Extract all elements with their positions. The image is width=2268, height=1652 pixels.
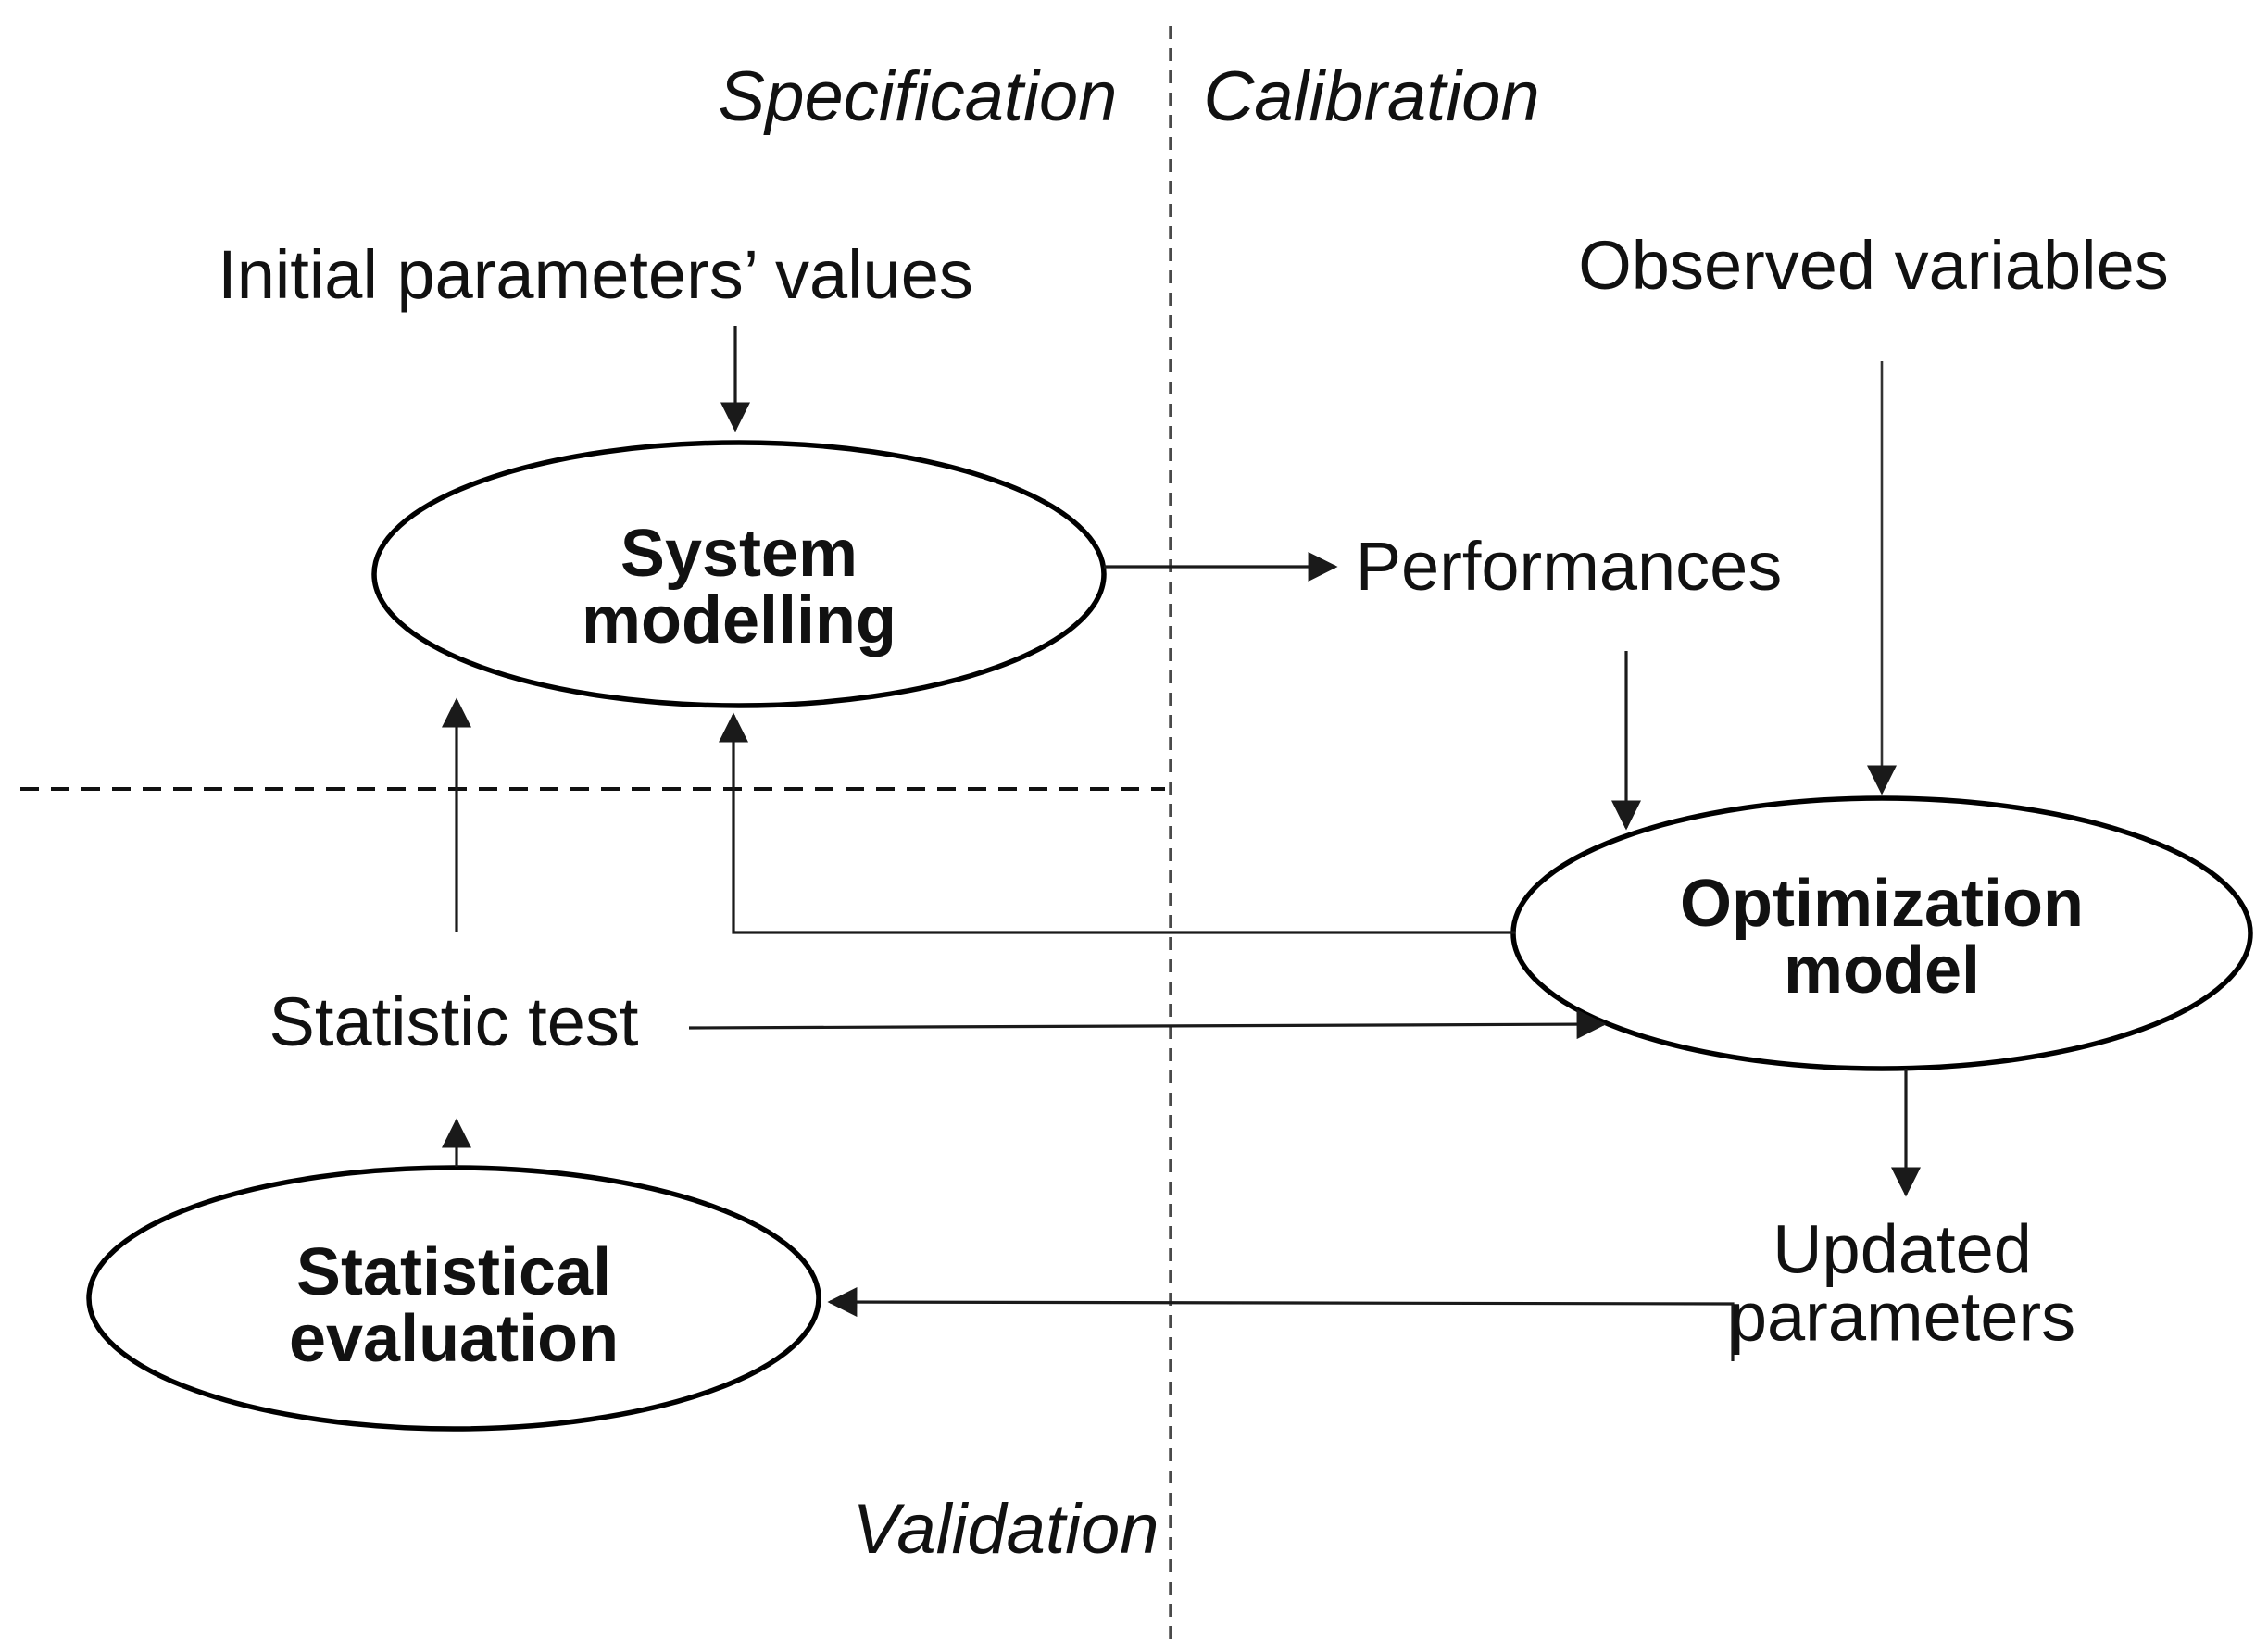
node-label-system-modelling: System modelling [582,520,896,654]
node-label-system-modelling-line2: modelling [582,583,896,657]
node-label-optimization-model-line1: Optimization [1680,867,2084,941]
label-observed-variables: Observed variables [1578,227,2169,304]
node-label-system-modelling-line1: System [620,517,858,591]
node-system-modelling-ellipse [371,440,1107,708]
node-label-statistical-evaluation-line2: evaluation [288,1302,620,1376]
label-updated-parameters-line2: parameters [1728,1278,2076,1355]
label-statistic-test: Statistic test [269,983,639,1060]
edge-updated-parameters-to-statistical-evaluation [827,1287,1735,1361]
label-updated-parameters-line1: Updated [1773,1210,2032,1288]
label-updated-parameters: Updated parameters [1729,1215,2075,1351]
node-label-statistical-evaluation-line1: Statistical [295,1235,612,1309]
label-initial-parameters-values: Initial parameters’ values [218,236,973,313]
region-label-validation: Validation [852,1490,1159,1569]
node-label-optimization-model-line2: model [1783,933,1981,1007]
edge-statistic-test-to-optimization-model [688,1009,1607,1040]
label-performances: Performances [1355,528,1783,605]
node-statistical-evaluation-ellipse [86,1165,821,1432]
region-label-specification: Specification [718,57,1118,136]
region-label-calibration: Calibration [1203,57,1540,136]
edge-optimization-model-to-system-modelling [719,712,1515,934]
node-label-statistical-evaluation: Statistical evaluation [289,1239,619,1372]
node-label-optimization-model: Optimization model [1680,870,2084,1004]
